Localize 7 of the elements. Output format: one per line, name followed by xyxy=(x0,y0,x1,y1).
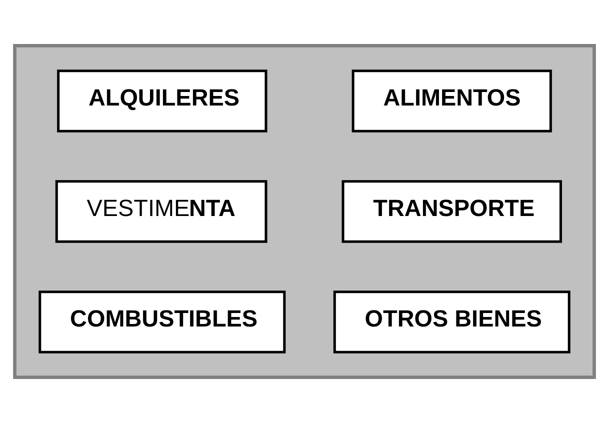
node-box: OTROS BIENES xyxy=(333,290,570,354)
node-box: COMBUSTIBLES xyxy=(38,290,286,354)
node-box: ALIMENTOS xyxy=(352,70,552,132)
node-box: VESTIMENTA xyxy=(55,180,268,243)
node-box: TRANSPORTE xyxy=(342,180,562,243)
node-box: ALQUILERES xyxy=(57,70,268,132)
cluster xyxy=(13,44,596,379)
